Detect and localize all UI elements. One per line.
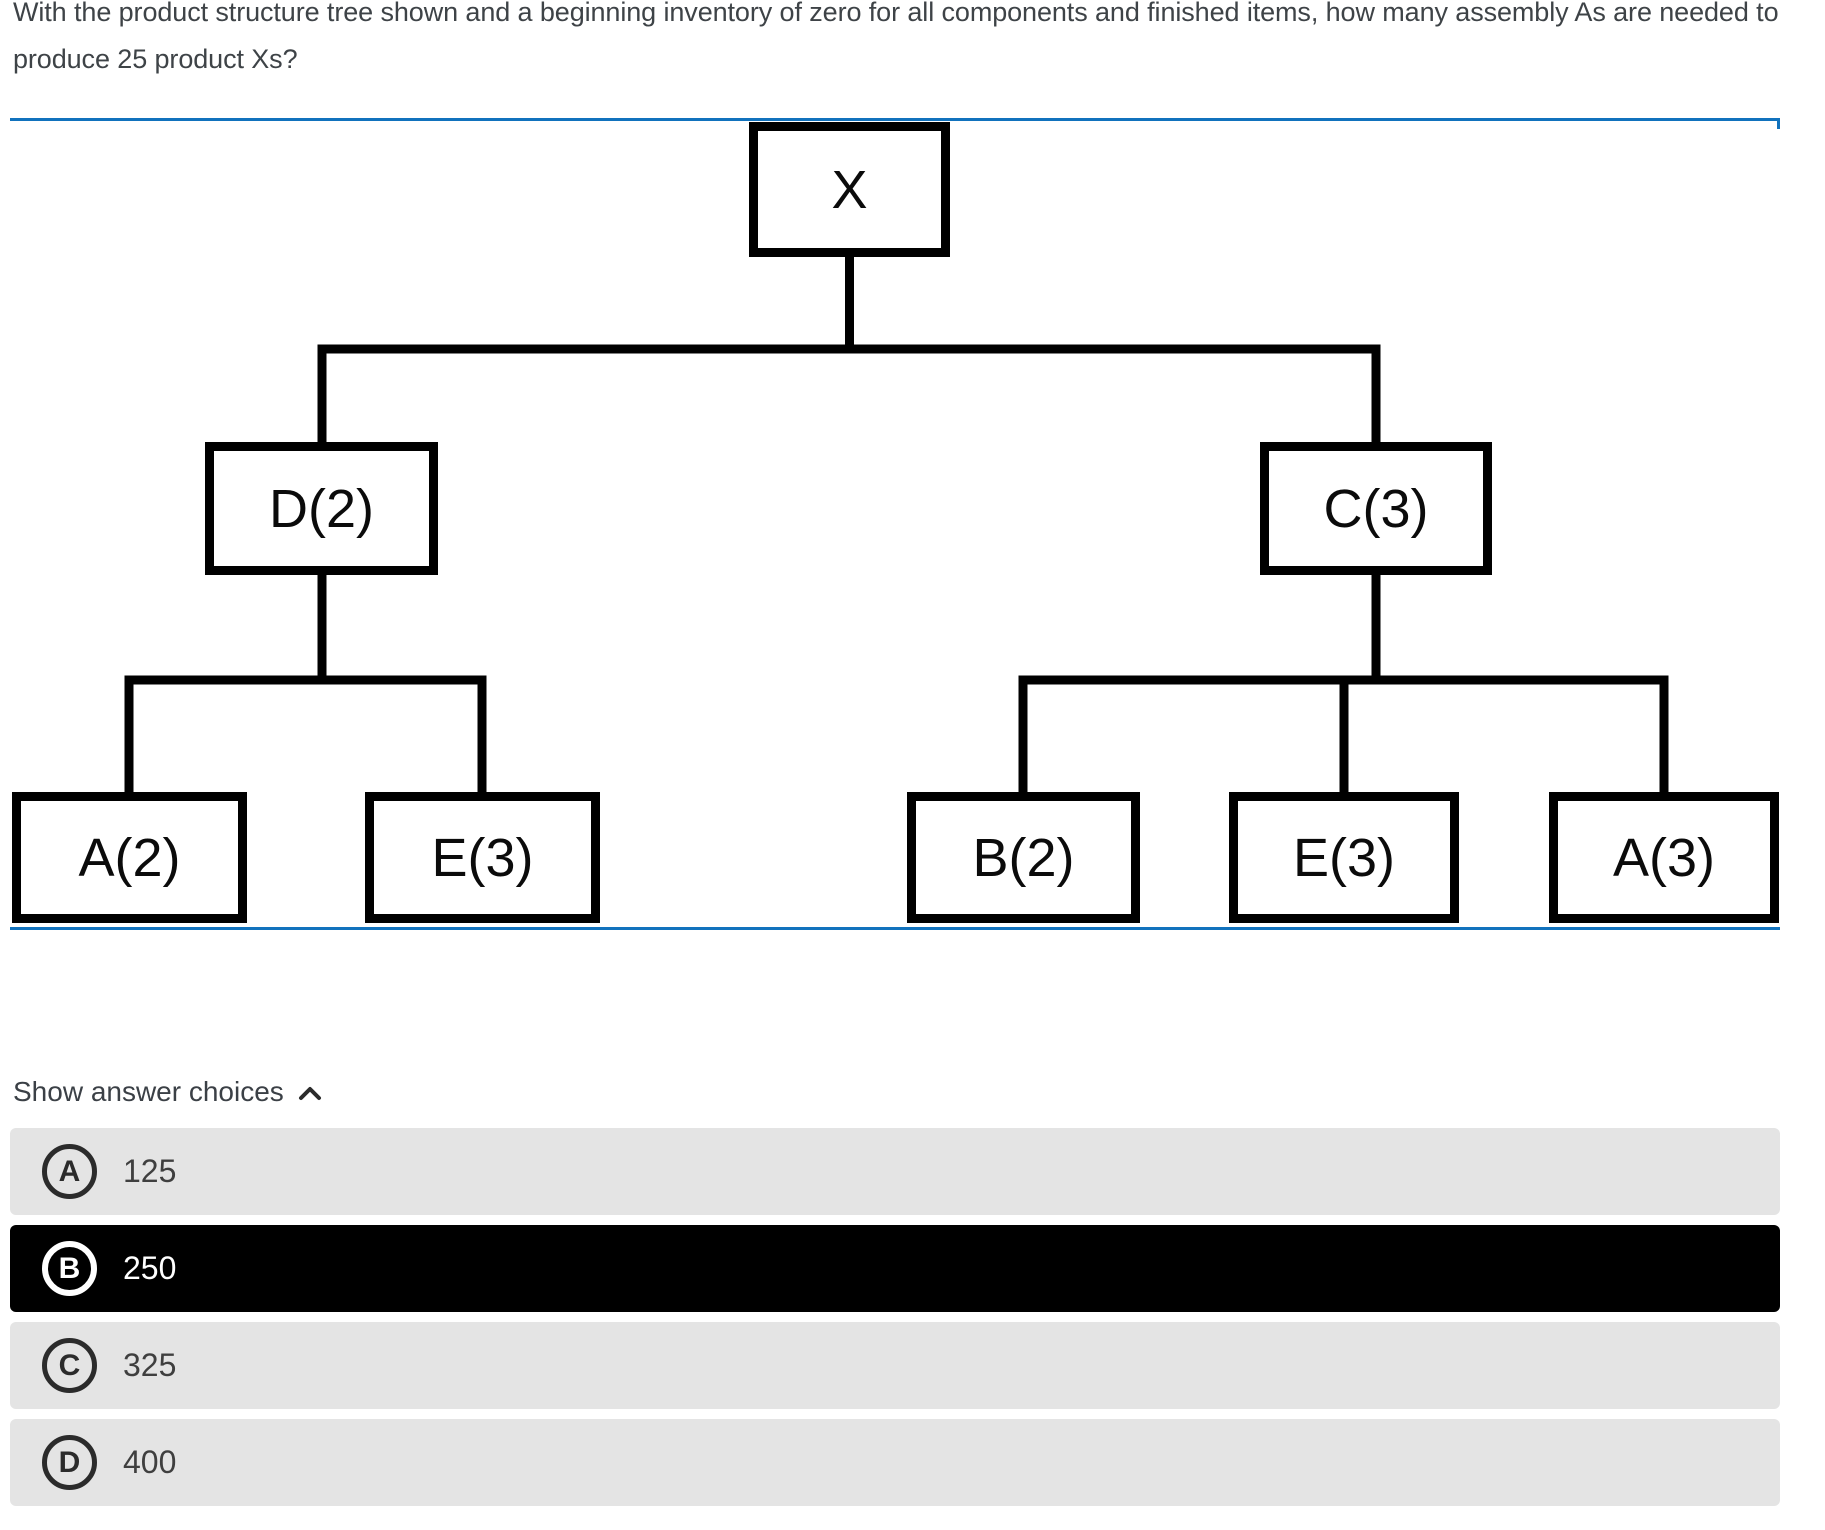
tree-node-label: D(2) bbox=[269, 478, 374, 539]
tree-node-e3-left: E(3) bbox=[365, 792, 600, 923]
chevron-up-icon bbox=[298, 1087, 321, 1100]
tree-node-label: E(3) bbox=[1292, 827, 1395, 888]
tree-node-e3-right: E(3) bbox=[1229, 792, 1459, 923]
question-text: With the product structure tree shown an… bbox=[13, 0, 1779, 74]
show-answers-toggle[interactable]: Show answer choices bbox=[13, 1074, 322, 1110]
choice-value: 250 bbox=[123, 1250, 177, 1286]
tree-node-d2: D(2) bbox=[205, 442, 438, 575]
tree-node-b2: B(2) bbox=[907, 792, 1140, 923]
bottom-divider bbox=[10, 927, 1780, 930]
choice-letter-badge: D bbox=[42, 1435, 97, 1490]
tree-node-label: E(3) bbox=[431, 827, 534, 888]
tree-node-a2: A(2) bbox=[12, 792, 247, 923]
answer-choice-d[interactable]: D 400 bbox=[10, 1419, 1780, 1506]
choice-letter-badge: B bbox=[42, 1241, 97, 1296]
choice-value: 325 bbox=[123, 1347, 177, 1383]
answer-choice-c[interactable]: C 325 bbox=[10, 1322, 1780, 1409]
choice-value: 125 bbox=[123, 1153, 177, 1189]
tree-node-a3: A(3) bbox=[1549, 792, 1779, 923]
tree-node-label: A(3) bbox=[1612, 827, 1715, 888]
tree-node-label: C(3) bbox=[1323, 478, 1429, 539]
choice-letter-badge: A bbox=[42, 1144, 97, 1199]
top-divider bbox=[10, 118, 1780, 129]
tree-node-c3: C(3) bbox=[1260, 442, 1492, 575]
tree-node-x: X bbox=[749, 122, 950, 257]
answer-choice-a[interactable]: A 125 bbox=[10, 1128, 1780, 1215]
tree-node-label: A(2) bbox=[78, 827, 181, 888]
show-answers-label: Show answer choices bbox=[13, 1076, 284, 1107]
tree-node-label: B(2) bbox=[972, 827, 1075, 888]
choice-value: 400 bbox=[123, 1444, 177, 1480]
tree-node-label: X bbox=[831, 159, 868, 220]
answer-choice-b-selected[interactable]: B 250 bbox=[10, 1225, 1780, 1312]
choice-letter-badge: C bbox=[42, 1338, 97, 1393]
